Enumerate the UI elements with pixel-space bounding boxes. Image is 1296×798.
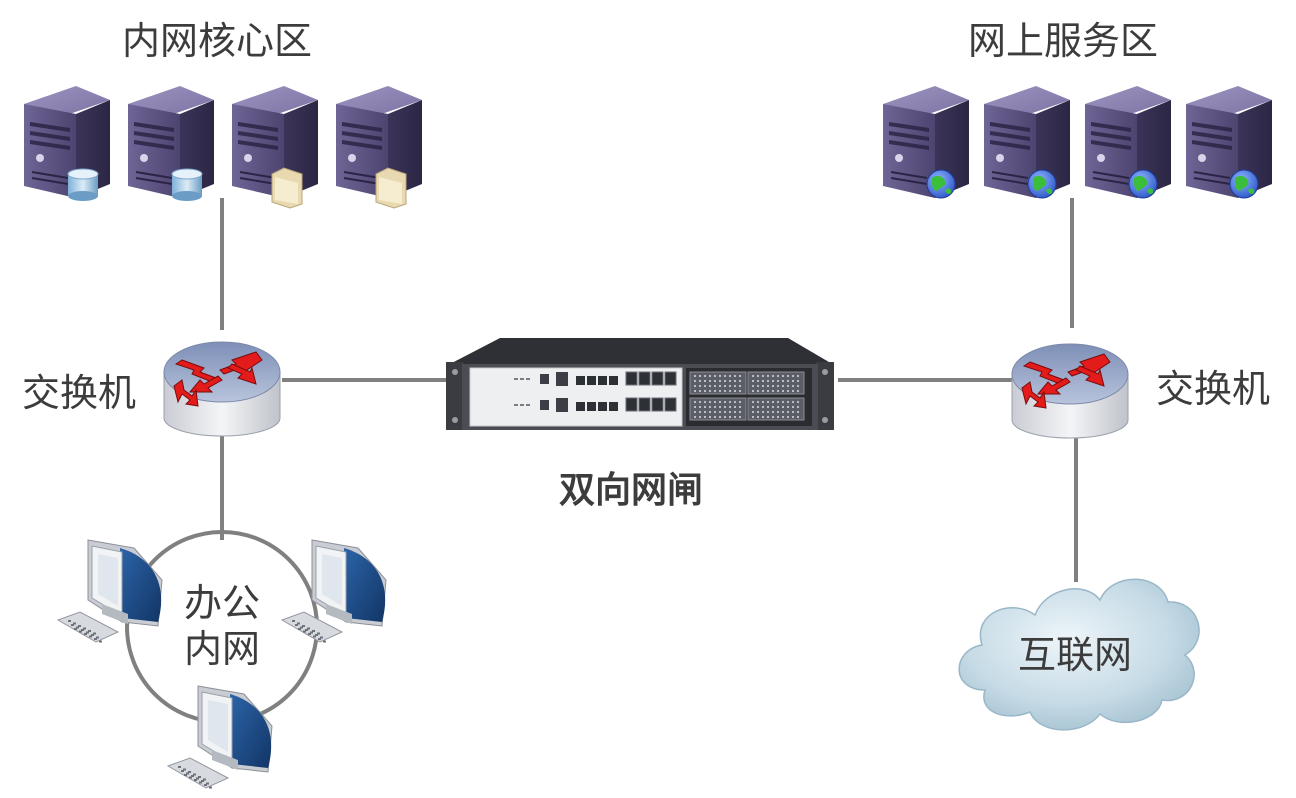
office-pc-bottom-icon	[166, 685, 273, 789]
database-badge-icon	[171, 168, 203, 201]
internal-server-4	[336, 86, 422, 209]
folder-badge-icon	[375, 167, 407, 209]
office-pc-left-icon	[56, 539, 163, 643]
switch-label-right: 交换机	[1156, 367, 1271, 411]
internal-server-3	[232, 86, 318, 209]
globe-badge-icon	[1229, 169, 1259, 199]
internal-core-servers	[24, 86, 422, 209]
internet-cloud-icon	[958, 578, 1200, 731]
zone-label-online-service: 网上服务区	[968, 19, 1159, 63]
web-server-4	[1186, 86, 1272, 199]
left-switch-icon	[163, 341, 281, 437]
right-switch-icon	[1011, 343, 1129, 439]
web-server-2	[984, 86, 1070, 199]
links	[125, 198, 1078, 724]
globe-badge-icon	[926, 169, 956, 199]
online-service-servers	[883, 86, 1272, 199]
internal-server-1	[24, 86, 110, 201]
web-server-1	[883, 86, 969, 199]
internet-label: 互联网	[1018, 633, 1133, 677]
office-lan-label-line1: 办公	[184, 581, 261, 625]
office-pc-right-icon	[280, 539, 387, 643]
web-server-3	[1085, 86, 1171, 199]
gateway-label: 双向网闸	[559, 470, 704, 511]
globe-badge-icon	[1027, 169, 1057, 199]
folder-badge-icon	[271, 167, 303, 209]
database-badge-icon	[67, 168, 99, 201]
office-lan-label-line2: 内网	[184, 627, 261, 671]
internal-server-2	[128, 86, 214, 201]
gateway-appliance-icon	[446, 338, 834, 430]
zone-label-internal-core: 内网核心区	[122, 19, 313, 63]
globe-badge-icon	[1128, 169, 1158, 199]
switch-label-left: 交换机	[22, 371, 137, 415]
